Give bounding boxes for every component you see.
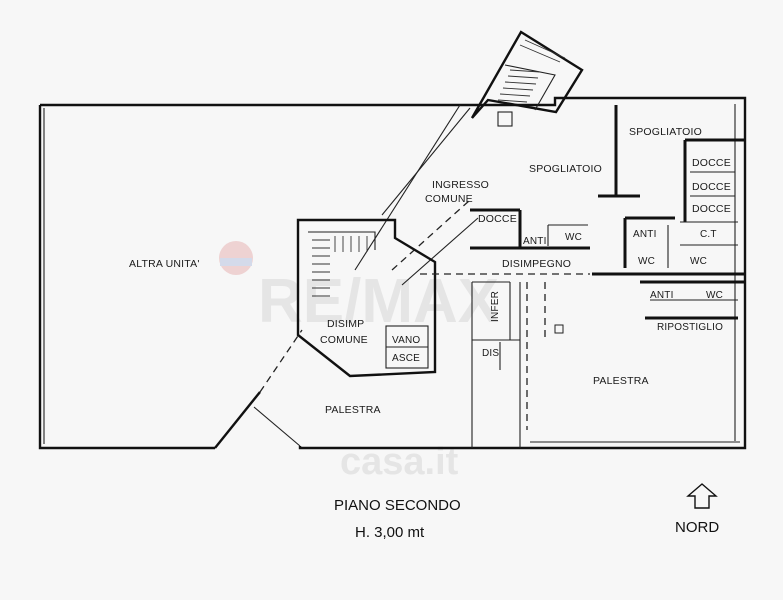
room-labels: ALTRA UNITA' INGRESSO COMUNE SPOGLIATOIO…	[129, 126, 731, 416]
room-disimp-comune-line1: DISIMP	[327, 318, 364, 330]
room-anti-left: ANTI	[523, 236, 547, 247]
room-disimp-comune-line2: COMUNE	[320, 334, 368, 346]
room-disimpegno: DISIMPEGNO	[502, 258, 571, 270]
top-stairwell	[470, 30, 584, 127]
floor-height: H. 3,00 mt	[355, 524, 425, 541]
room-anti-lower: ANTI	[650, 290, 674, 301]
room-ingresso-comune-line1: INGRESSO	[432, 179, 489, 191]
room-wc-left: WC	[565, 232, 582, 243]
room-docce-1: DOCCE	[692, 157, 731, 169]
room-spogliatoio-right: SPOGLIATOIO	[629, 126, 702, 138]
watermark-brand: RE/MAX	[258, 267, 499, 336]
outer-walls	[38, 96, 747, 450]
room-wc-mid: WC	[638, 256, 655, 267]
diagonal-corridor	[214, 104, 479, 449]
room-palestra-right: PALESTRA	[593, 375, 649, 387]
title-block: PIANO SECONDO H. 3,00 mt	[334, 497, 461, 541]
room-dis: DIS	[482, 348, 499, 359]
north-indicator: NORD	[675, 483, 719, 536]
floor-title: PIANO SECONDO	[334, 497, 461, 514]
room-wc-right: WC	[690, 256, 707, 267]
room-vano: VANO	[392, 335, 420, 346]
watermark: RE/MAX casa.it	[219, 241, 499, 483]
room-docce-left: DOCCE	[478, 213, 517, 225]
north-label: NORD	[675, 519, 719, 536]
room-ripostiglio: RIPOSTIGLIO	[657, 322, 723, 333]
room-asce: ASCE	[392, 353, 420, 364]
room-infer: INFER	[490, 291, 501, 322]
left-stairwell	[296, 218, 437, 378]
room-wc-lower: WC	[706, 290, 723, 301]
room-altra-unita: ALTRA UNITA'	[129, 258, 200, 270]
north-arrow-icon	[686, 483, 718, 509]
room-ingresso-comune-line2: COMUNE	[425, 193, 473, 205]
interior-partitions	[420, 105, 745, 448]
room-docce-3: DOCCE	[692, 203, 731, 215]
room-docce-2: DOCCE	[692, 181, 731, 193]
room-palestra-left: PALESTRA	[325, 404, 381, 416]
room-anti-right: ANTI	[633, 229, 657, 240]
room-spogliatoio-left: SPOGLIATOIO	[529, 163, 602, 175]
room-ct: C.T	[700, 229, 717, 240]
